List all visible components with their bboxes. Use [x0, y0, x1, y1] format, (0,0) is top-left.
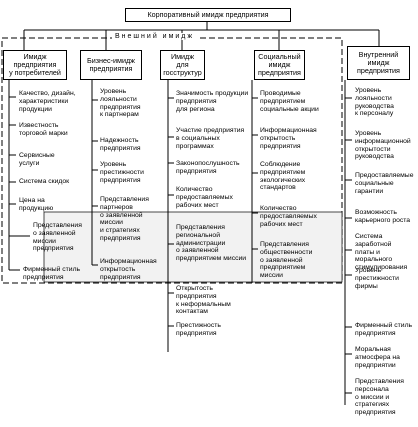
government-item: Участие предприятия в социальных програм…	[176, 127, 245, 150]
consumer-item: Представления о заявленной миссии предпр…	[33, 222, 82, 253]
column-title-internal: Внутренний имидж предприятия	[357, 50, 400, 75]
column-title-business: Бизнес-имидж предприятия	[87, 56, 135, 73]
column-header-internal: Внутренний имидж предприятия	[347, 46, 410, 80]
column-title-government: Имидж для госструктур	[163, 52, 202, 77]
government-item: Открытость предприятия к неформальным ко…	[176, 285, 231, 316]
government-item: Представления региональной администрации…	[176, 224, 247, 263]
internal-item: Моральная атмосфера на предприятии	[355, 346, 400, 369]
internal-item: Предоставляемые социальные гарантии	[355, 172, 414, 195]
column-header-consumers: Имидж предприятия у потребителей	[3, 50, 67, 80]
business-item: Представления партнеров о заявленной мис…	[100, 196, 149, 242]
business-item: Уровень лояльности предприятия к партнер…	[100, 88, 141, 119]
social-item: Проводимые предприятием социальные акции	[260, 90, 319, 113]
social-item: Количество предоставляемых рабочих мест	[260, 205, 317, 228]
column-title-social: Социальный имидж предприятия	[258, 52, 301, 77]
external-image-frame	[1, 37, 343, 284]
internal-item: Уровень информационной открытости руково…	[355, 130, 411, 161]
shaded-region	[43, 211, 343, 283]
social-item: Представления общественности о заявленно…	[260, 241, 313, 280]
column-header-government: Имидж для госструктур	[160, 50, 205, 80]
column-title-consumers: Имидж предприятия у потребителей	[9, 52, 61, 77]
consumer-item: Качество, дизайн, характеристики продукц…	[19, 90, 76, 113]
column-header-business: Бизнес-имидж предприятия	[80, 50, 142, 80]
internal-item: Система заработной платы и морального ст…	[355, 233, 408, 272]
column-header-social: Социальный имидж предприятия	[254, 50, 305, 80]
consumer-item: Система скидок	[19, 178, 70, 185]
root-box: Корпоративный имидж предприятия	[125, 8, 291, 22]
business-item: Уровень престижности предприятия	[100, 161, 144, 184]
government-item: Законопослушность предприятия	[176, 160, 240, 175]
government-item: Престижность предприятия	[176, 322, 221, 337]
business-item: Информационная открытость предприятия	[100, 258, 157, 281]
consumer-item: Сервисные услуги	[19, 152, 55, 167]
consumer-item: Фирменный стиль предприятия	[23, 266, 81, 281]
root-title: Корпоративный имидж предприятия	[147, 10, 269, 19]
internal-item: Уровень лояльности руководства к персона…	[355, 87, 394, 118]
consumer-item: Известность торговой марки	[19, 122, 68, 137]
internal-item: Уровень престижности фирмы	[355, 267, 399, 290]
internal-item: Возможность карьерного роста	[355, 209, 411, 224]
external-image-label: Внешний имидж	[112, 33, 198, 40]
government-item: Количество предоставляемых рабочих мест	[176, 186, 233, 209]
business-item: Надежность предприятия	[100, 137, 141, 152]
social-item: Соблюдение предприятием экологических ст…	[260, 161, 306, 192]
internal-item: Представления персонала о миссии и страт…	[355, 378, 404, 417]
social-item: Информационная открытость предприятия	[260, 127, 317, 150]
consumer-item: Цена на продукцию	[19, 197, 54, 212]
government-item: Значимость продукции предприятия для рег…	[176, 90, 249, 113]
internal-item: Фирменный стиль предприятия	[355, 322, 413, 337]
